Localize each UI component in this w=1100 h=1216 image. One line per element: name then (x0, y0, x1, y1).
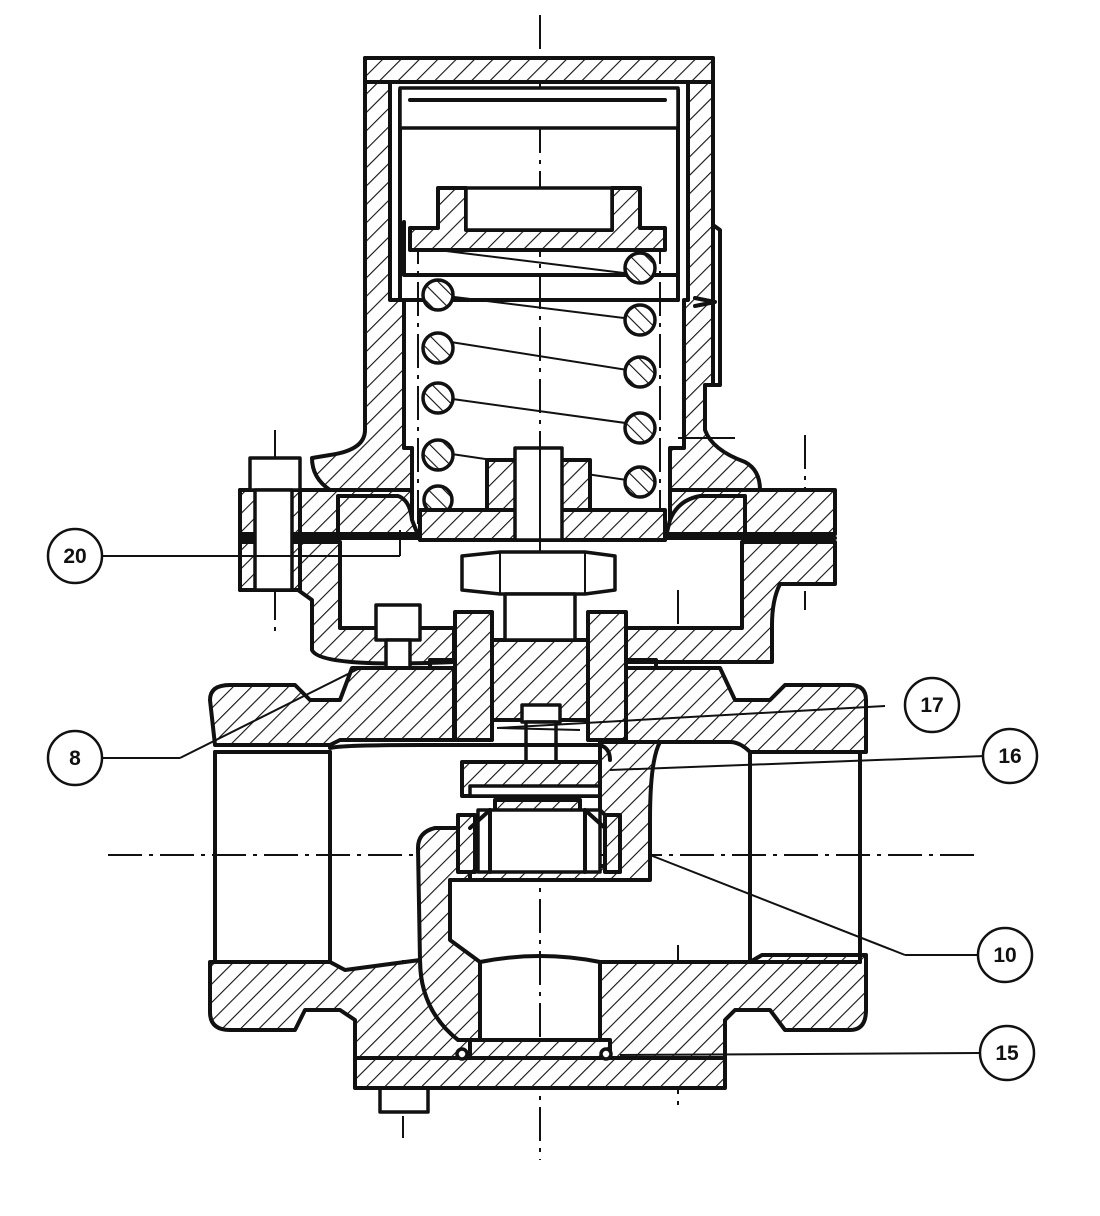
bonnet (310, 80, 762, 492)
bonnet-side-tab (678, 223, 735, 439)
diaphragm-plate (336, 446, 747, 596)
callout-20-label: 20 (63, 545, 86, 568)
callout-8: 8 (46, 729, 104, 787)
valve-seat (456, 808, 622, 874)
spring-retainer-top (402, 186, 680, 302)
bottom-plug (353, 1038, 727, 1090)
callout-10-label: 10 (993, 944, 1016, 967)
upper-plate (398, 86, 680, 130)
callout-15: 15 (978, 1024, 1036, 1082)
callout-15-label: 15 (995, 1042, 1019, 1065)
spring (421, 249, 657, 516)
callout-16: 16 (981, 727, 1039, 785)
callout-16-label: 16 (998, 745, 1021, 768)
callout-17: 17 (903, 676, 961, 734)
leader-lines (100, 530, 986, 1056)
callout-10: 10 (976, 926, 1034, 984)
screw-inner-left (374, 603, 422, 722)
callout-17-label: 17 (920, 694, 943, 717)
top-cap (363, 56, 715, 84)
callout-8-label: 8 (69, 747, 81, 770)
flange-bolt-left (238, 456, 302, 592)
valve-body (208, 666, 868, 1060)
callout-20: 20 (46, 527, 104, 585)
valve-disc (460, 760, 614, 814)
